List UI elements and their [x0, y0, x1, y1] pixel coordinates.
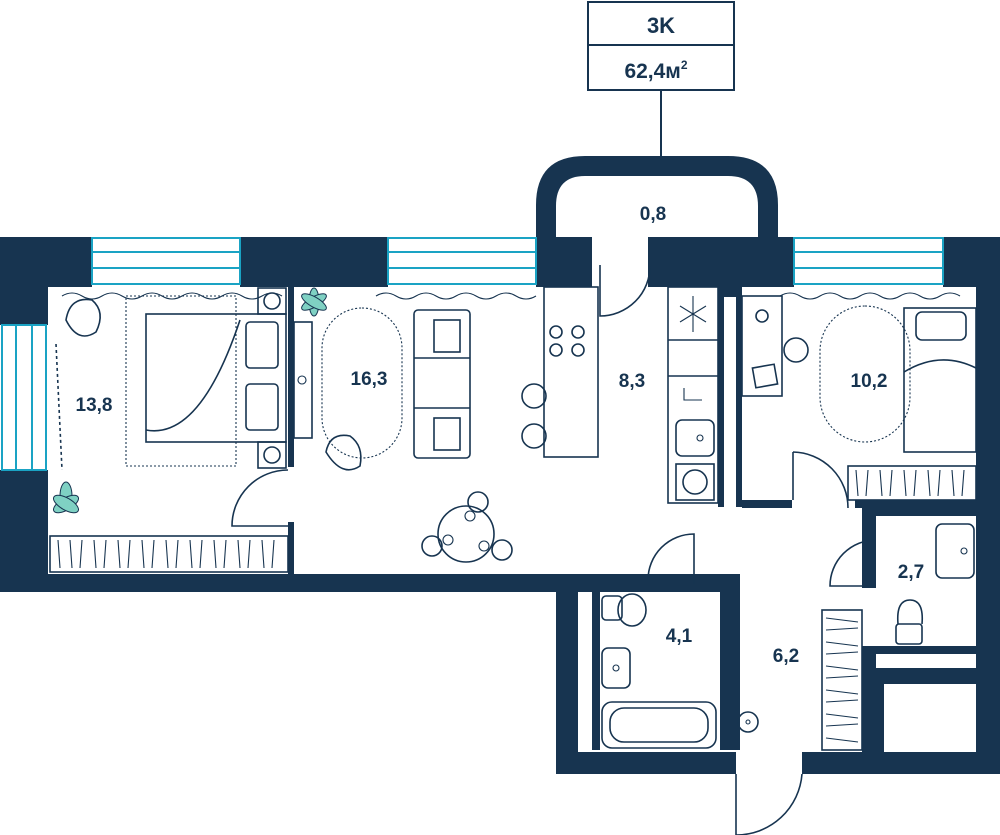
bedroom-left-furniture	[49, 287, 289, 573]
bathroom-furniture	[601, 593, 717, 749]
bedroom-right-furniture	[741, 295, 977, 501]
balcony-wall	[536, 156, 778, 287]
apartment-area: 62,4м2	[624, 58, 687, 83]
kitchen-furniture	[521, 286, 719, 504]
apartment-area-value: 62,4м	[624, 60, 680, 83]
toilet-furniture	[895, 523, 975, 645]
room-area-balcony: 0,8	[640, 204, 666, 225]
apartment-area-unit: 2	[681, 58, 688, 72]
room-area-toilet: 2,7	[898, 562, 924, 583]
room-area-bedroom-right: 10,2	[851, 371, 888, 392]
apartment-badge: 3K 62,4м2	[587, 1, 735, 158]
windows	[1, 237, 944, 471]
plant-icon-living	[301, 287, 327, 317]
doors	[231, 265, 877, 835]
room-area-kitchen: 8,3	[619, 371, 645, 392]
room-area-hallway: 6,2	[773, 646, 799, 667]
plant-icon-left	[53, 481, 79, 514]
room-area-bedroom-left: 13,8	[76, 395, 113, 416]
room-labels: 13,8 16,3 0,8 8,3 10,2 4,1 6,2 2,7	[76, 204, 925, 667]
room-area-living-room: 16,3	[351, 369, 388, 390]
hallway-furniture	[737, 609, 863, 751]
room-area-bathroom: 4,1	[666, 626, 693, 647]
living-room-furniture	[293, 307, 513, 563]
curtains	[61, 292, 961, 300]
apartment-type: 3K	[647, 13, 675, 38]
